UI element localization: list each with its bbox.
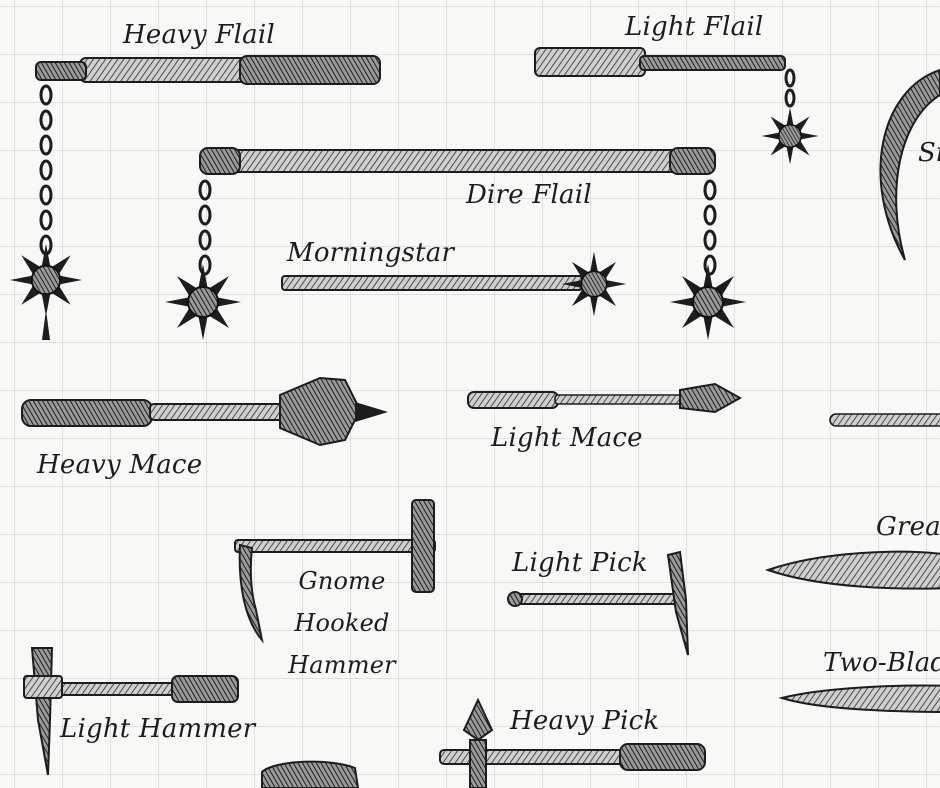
label-gnome-hooked-hammer-line-3: Hammer — [288, 651, 396, 679]
label-light-flail: Light Flail — [625, 12, 764, 42]
greatsword-drawing — [764, 550, 940, 590]
heavy-flail-drawing — [8, 55, 381, 340]
label-light-pick: Light Pick — [512, 548, 648, 578]
dire-flail-drawing — [164, 147, 747, 341]
label-gnome-hooked-hammer-line-1: Gnome — [298, 567, 386, 595]
partial-blade-top — [829, 413, 940, 427]
label-dire-flail: Dire Flail — [466, 180, 592, 210]
sickle-drawing — [879, 68, 940, 261]
label-light-mace: Light Mace — [491, 423, 643, 453]
heavy-pick-drawing — [439, 697, 706, 788]
morningstar-drawing — [281, 250, 628, 318]
light-flail-drawing — [534, 47, 820, 166]
partial-weapon-head-drawing — [261, 760, 360, 788]
label-light-hammer: Light Hammer — [60, 714, 256, 744]
label-gnome-hooked-hammer: Gnome Hooked Hammer — [282, 560, 402, 686]
light-mace-drawing — [467, 382, 743, 414]
label-heavy-flail: Heavy Flail — [123, 20, 275, 50]
label-sickle-partial: Si — [918, 138, 940, 168]
light-pick-drawing — [507, 550, 689, 656]
label-two-bladed-partial: Two-Blad — [823, 648, 940, 678]
label-heavy-pick: Heavy Pick — [510, 706, 660, 736]
label-morningstar: Morningstar — [287, 238, 455, 268]
light-hammer-drawing — [23, 647, 239, 776]
two-bladed-drawing — [778, 684, 940, 713]
label-gnome-hooked-hammer-line-2: Hooked — [294, 609, 390, 637]
label-heavy-mace: Heavy Mace — [37, 450, 203, 480]
heavy-mace-drawing — [21, 376, 388, 447]
label-greatsword-partial: Great — [876, 512, 940, 542]
gnome-hooked-hammer-drawing — [234, 499, 436, 644]
